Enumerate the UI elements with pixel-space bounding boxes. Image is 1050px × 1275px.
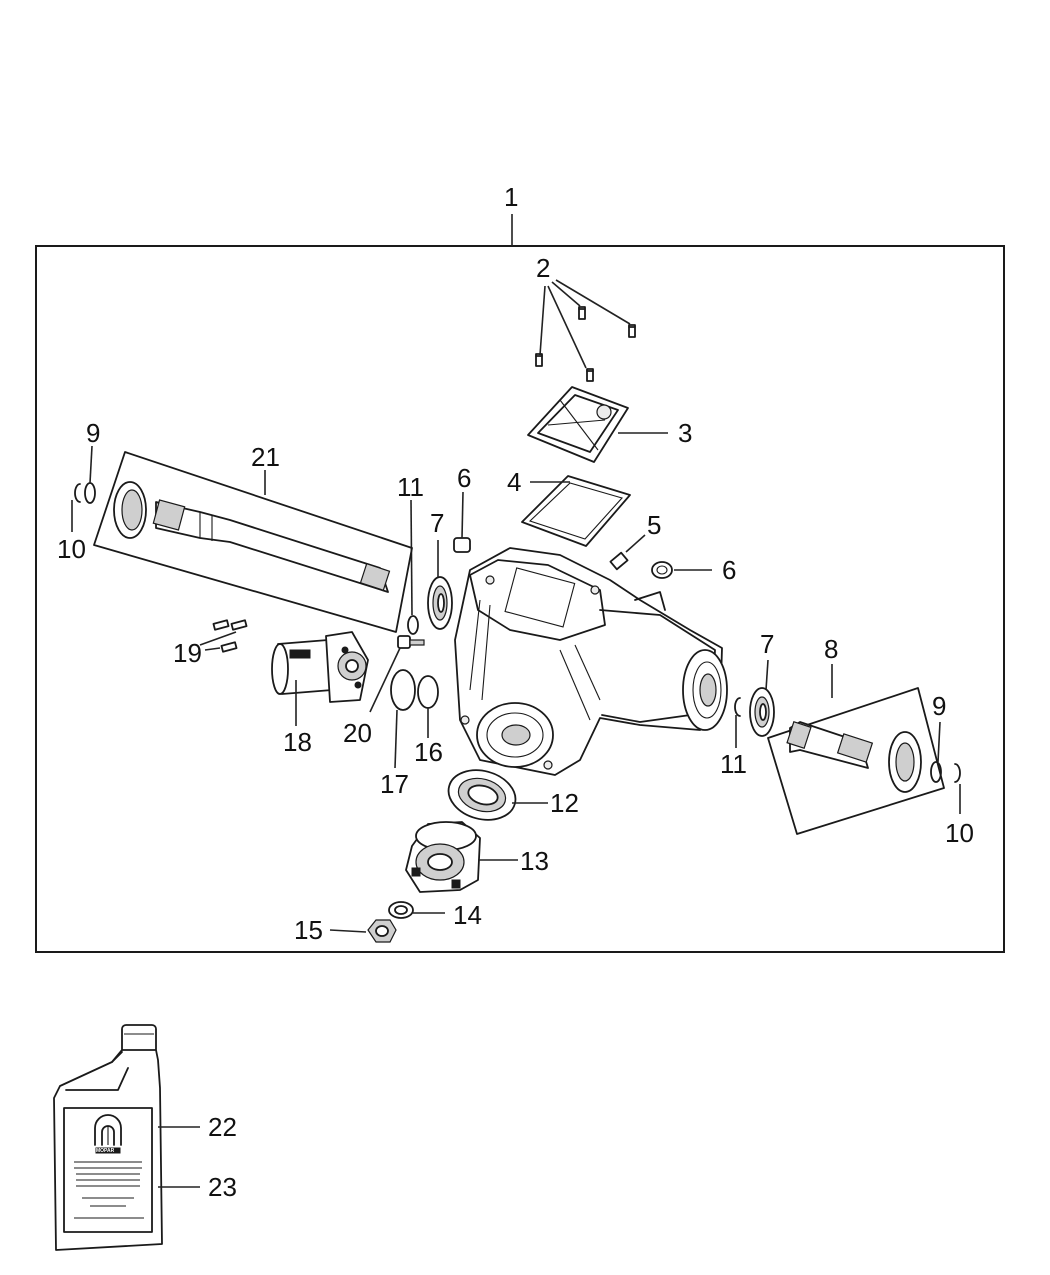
snap-ring-right: [734, 697, 741, 748]
callout-6a: 6: [457, 463, 471, 493]
pinion-nut: [367, 919, 397, 943]
left-axle-shaft-kit: [93, 451, 413, 633]
callout-18: 18: [283, 727, 312, 757]
o-ring-left: [84, 445, 96, 504]
vent-fitting: [609, 534, 646, 571]
washer: [388, 901, 414, 919]
differential-cover: [527, 386, 629, 463]
retaining-ring-right: [954, 763, 961, 814]
pinion-seal: [447, 769, 517, 821]
callout-10b: 10: [945, 818, 974, 848]
o-ring-16: [417, 675, 439, 738]
plug-right: [651, 561, 712, 579]
callout-1: 1: [504, 182, 518, 212]
callout-15: 15: [294, 915, 323, 945]
sensor: [369, 635, 425, 713]
callout-20: 20: [343, 718, 372, 748]
o-ring-17: [390, 669, 416, 769]
cover-gasket: [521, 475, 631, 547]
companion-flange: [405, 821, 481, 893]
actuator-motor: [271, 631, 369, 703]
actuator-screws: [199, 619, 248, 653]
callout-3: 3: [678, 418, 692, 448]
seal-left: [427, 540, 453, 630]
callout-4: 4: [507, 467, 521, 497]
callout-19: 19: [173, 638, 202, 668]
bottle-brand-text: MOPAR: [96, 1148, 115, 1154]
fluid-bottle: MOPAR: [53, 1024, 163, 1251]
callout-9a: 9: [86, 418, 100, 448]
callout-11a: 11: [397, 472, 424, 502]
callout-9b: 9: [932, 691, 946, 721]
snap-ring-left: [407, 499, 419, 635]
seal-right: [749, 659, 775, 737]
cover-bolts: [535, 279, 636, 382]
retaining-ring-left: [71, 483, 81, 532]
callout-2: 2: [536, 253, 550, 283]
plug-left: [453, 491, 471, 553]
callout-16: 16: [414, 737, 443, 767]
callout-17: 17: [380, 769, 409, 799]
callout-10a: 10: [57, 534, 86, 564]
o-ring-right: [930, 721, 942, 783]
callout-6b: 6: [722, 555, 736, 585]
assembly-frame: [35, 214, 1005, 953]
callout-13: 13: [520, 846, 549, 876]
callout-12: 12: [550, 788, 579, 818]
callout-7a: 7: [430, 508, 444, 538]
callout-23: 23: [208, 1172, 237, 1202]
callout-21: 21: [251, 442, 280, 472]
callout-8: 8: [824, 634, 838, 664]
callout-14: 14: [453, 900, 482, 930]
right-axle-shaft-kit: [767, 687, 945, 835]
callout-22: 22: [208, 1112, 237, 1142]
callout-11b: 11: [720, 749, 747, 779]
callout-7b: 7: [760, 629, 774, 659]
rear-drive-housing: [454, 547, 728, 776]
callout-5: 5: [647, 510, 661, 540]
